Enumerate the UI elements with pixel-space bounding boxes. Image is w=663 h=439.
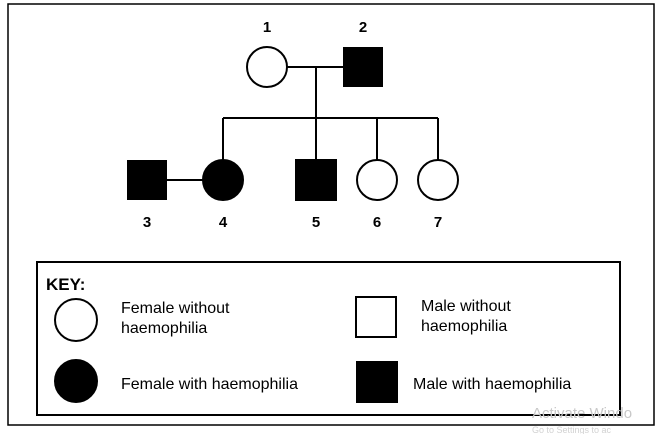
individual-7-female-symbol [417, 159, 459, 201]
individual-3-number: 3 [143, 214, 151, 231]
individual-2-male-symbol [343, 47, 383, 87]
individual-7-number: 7 [434, 214, 442, 231]
key-male-affected-label: Male with haemophilia [413, 376, 571, 393]
individual-1-number: 1 [263, 19, 271, 36]
key-female-unaffected-label-line2: haemophilia [121, 320, 207, 337]
individual-2-number: 2 [359, 19, 367, 36]
key-female-unaffected-symbol [54, 298, 98, 342]
individual-5-male-symbol [295, 159, 337, 201]
key-male-unaffected-label-line2: haemophilia [421, 318, 507, 335]
key-female-affected-label: Female with haemophilia [121, 376, 298, 393]
watermark-line1: Activate Windo [532, 405, 632, 422]
key-male-unaffected-label-line1: Male without [421, 298, 511, 315]
key-male-affected-symbol [356, 361, 398, 403]
individual-5-number: 5 [312, 214, 320, 231]
individual-4-female-symbol [202, 159, 244, 201]
key-female-affected-symbol [54, 359, 98, 403]
individual-4-number: 4 [219, 214, 228, 231]
individual-6-female-symbol [356, 159, 398, 201]
individual-1-female-symbol [246, 46, 288, 88]
individual-6-number: 6 [373, 214, 381, 231]
watermark-line2: Go to Settings to ac [532, 425, 612, 434]
individual-3-male-symbol [127, 160, 167, 200]
key-male-unaffected-symbol [355, 296, 397, 338]
key-box [36, 261, 621, 416]
outer-frame [7, 3, 655, 426]
key-female-unaffected-label-line1: Female without [121, 300, 230, 317]
key-title: KEY: [46, 275, 85, 294]
